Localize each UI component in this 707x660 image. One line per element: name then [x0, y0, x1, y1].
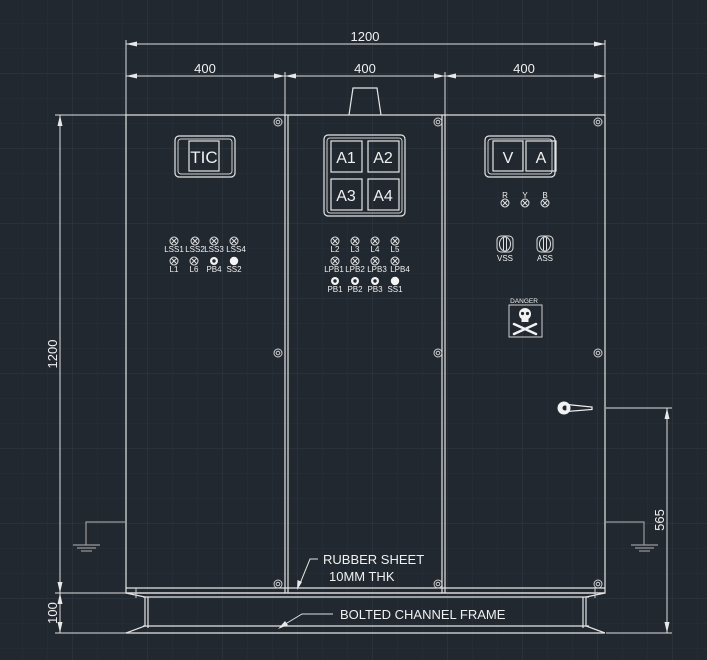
meter-a4: A4: [373, 188, 393, 205]
label-l1: L1: [170, 265, 179, 274]
label-lss1: LSS1: [164, 245, 184, 254]
panel-left: TIC LSS1 LSS2 LSS3 LSS4 L1 L6 PB4 SS2: [164, 135, 246, 274]
label-l4: L4: [371, 245, 380, 254]
meter-ammeter: A: [536, 150, 547, 167]
label-lpb3: LPB3: [367, 265, 387, 274]
top-dimensions: 1200 400 400 400: [125, 29, 606, 115]
label-phase-y: Y: [522, 191, 528, 200]
rubber-sheet-label-line1: RUBBER SHEET: [323, 552, 424, 567]
meter-a1: A1: [336, 150, 356, 167]
label-ss2: SS2: [226, 265, 242, 274]
enclosure: [125, 114, 606, 634]
channel-frame-label: BOLTED CHANNEL FRAME: [340, 607, 506, 622]
meter-voltmeter: V: [503, 150, 514, 167]
dim-section-1: 400: [194, 61, 216, 76]
label-lss4: LSS4: [226, 245, 246, 254]
label-l6: L6: [190, 265, 199, 274]
ground-right-icon: [605, 521, 658, 552]
label-phase-r: R: [502, 191, 508, 200]
label-lpb4: LPB4: [390, 265, 410, 274]
label-l2: L2: [331, 245, 340, 254]
push-button-icon: [371, 277, 379, 285]
label-pb1: PB1: [327, 285, 343, 294]
push-button-icon: [331, 277, 339, 285]
panel-right: V A R Y B VSS ASS DANGER: [484, 135, 593, 415]
rubber-sheet-label-line2: 10MM THK: [329, 569, 395, 584]
label-phase-b: B: [542, 191, 547, 200]
meter-a2: A2: [373, 150, 393, 167]
meter-a3: A3: [336, 188, 356, 205]
ground-left-icon: [73, 521, 126, 552]
label-l5: L5: [391, 245, 400, 254]
label-pb4: PB4: [206, 265, 222, 274]
label-l3: L3: [351, 245, 360, 254]
label-lpb1: LPB1: [324, 265, 344, 274]
skull-crossbones-icon: [508, 304, 543, 338]
left-dimensions: 1200 100: [45, 114, 126, 634]
dim-section-3: 400: [513, 61, 535, 76]
push-button-icon: [351, 277, 359, 285]
annotation-rubber-sheet: RUBBER SHEET 10MM THK: [297, 552, 424, 590]
label-lss3: LSS3: [204, 245, 224, 254]
annotation-channel-frame: BOLTED CHANNEL FRAME: [278, 607, 506, 629]
label-ss1: SS1: [387, 285, 403, 294]
dim-section-2: 400: [354, 61, 376, 76]
dim-handle-height: 565: [652, 509, 667, 531]
lifting-lug: [348, 87, 382, 116]
right-dimension: 565: [606, 407, 672, 634]
dim-overall-height: 1200: [45, 340, 60, 369]
door-handle-icon: [557, 401, 593, 415]
label-lss2: LSS2: [185, 245, 205, 254]
label-pb2: PB2: [347, 285, 363, 294]
label-vss: VSS: [497, 254, 513, 263]
danger-label: DANGER: [510, 298, 538, 305]
selector-switch-icon: [229, 256, 239, 266]
dim-overall-width: 1200: [351, 29, 380, 44]
push-button-icon: [210, 257, 218, 265]
panel-middle: A1 A2 A3 A4 L2 L3 L4 L5 LPB1 LPB2 LPB3 L…: [323, 134, 410, 294]
meter-tic: TIC: [190, 148, 217, 167]
selector-switch-icon: [390, 276, 400, 286]
dim-base-height: 100: [45, 602, 60, 624]
label-pb3: PB3: [367, 285, 383, 294]
label-ass: ASS: [537, 254, 553, 263]
label-lpb2: LPB2: [345, 265, 365, 274]
